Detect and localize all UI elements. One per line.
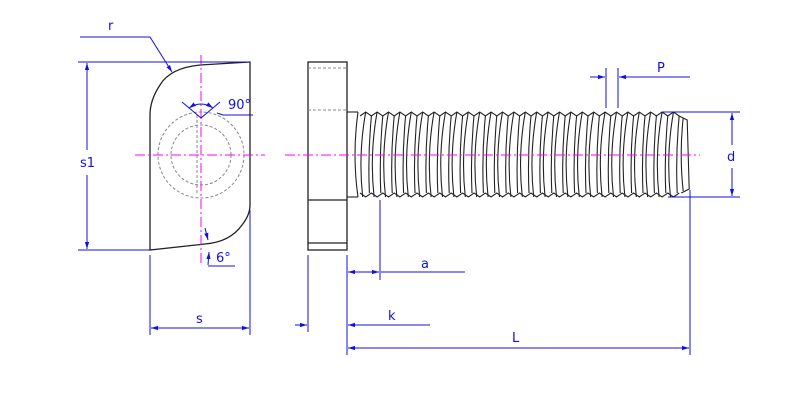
thread-line (462, 111, 469, 198)
thread-line (440, 111, 447, 198)
label-90: 90° (228, 98, 251, 113)
label-a: a (421, 257, 429, 272)
thread-line (354, 111, 359, 198)
thread-line (656, 111, 663, 198)
thread-line (584, 115, 589, 194)
thread-line (402, 115, 407, 194)
label-L: L (512, 331, 520, 346)
label-P: P (657, 61, 665, 76)
centerlines-left (135, 55, 265, 265)
dimension-labels: r 90° 6° s1 s k a L P d (80, 19, 735, 346)
thread-line (516, 115, 521, 194)
label-k: k (388, 309, 396, 324)
thread-line (359, 111, 680, 117)
thread-line (474, 111, 481, 198)
thread-line (554, 111, 561, 198)
dimension-lines (78, 36, 740, 355)
thread-line (619, 115, 623, 194)
label-s: s (196, 312, 203, 327)
thread-line (371, 111, 378, 198)
head-end-view (149, 61, 251, 251)
label-d: d (727, 150, 735, 165)
thread-line (493, 115, 498, 194)
thread-line (565, 111, 572, 198)
head-hidden-lines (308, 67, 347, 111)
label-r: r (108, 19, 114, 34)
label-6: 6° (216, 251, 231, 266)
thread-line (607, 115, 612, 194)
thread-line (588, 111, 595, 198)
thread-line (359, 192, 680, 198)
head-side-view (307, 61, 348, 251)
thread-line (425, 115, 429, 194)
label-s1: s1 (80, 156, 95, 171)
thread-line (368, 115, 372, 194)
thread-line (641, 115, 646, 194)
thread-line (391, 115, 395, 194)
